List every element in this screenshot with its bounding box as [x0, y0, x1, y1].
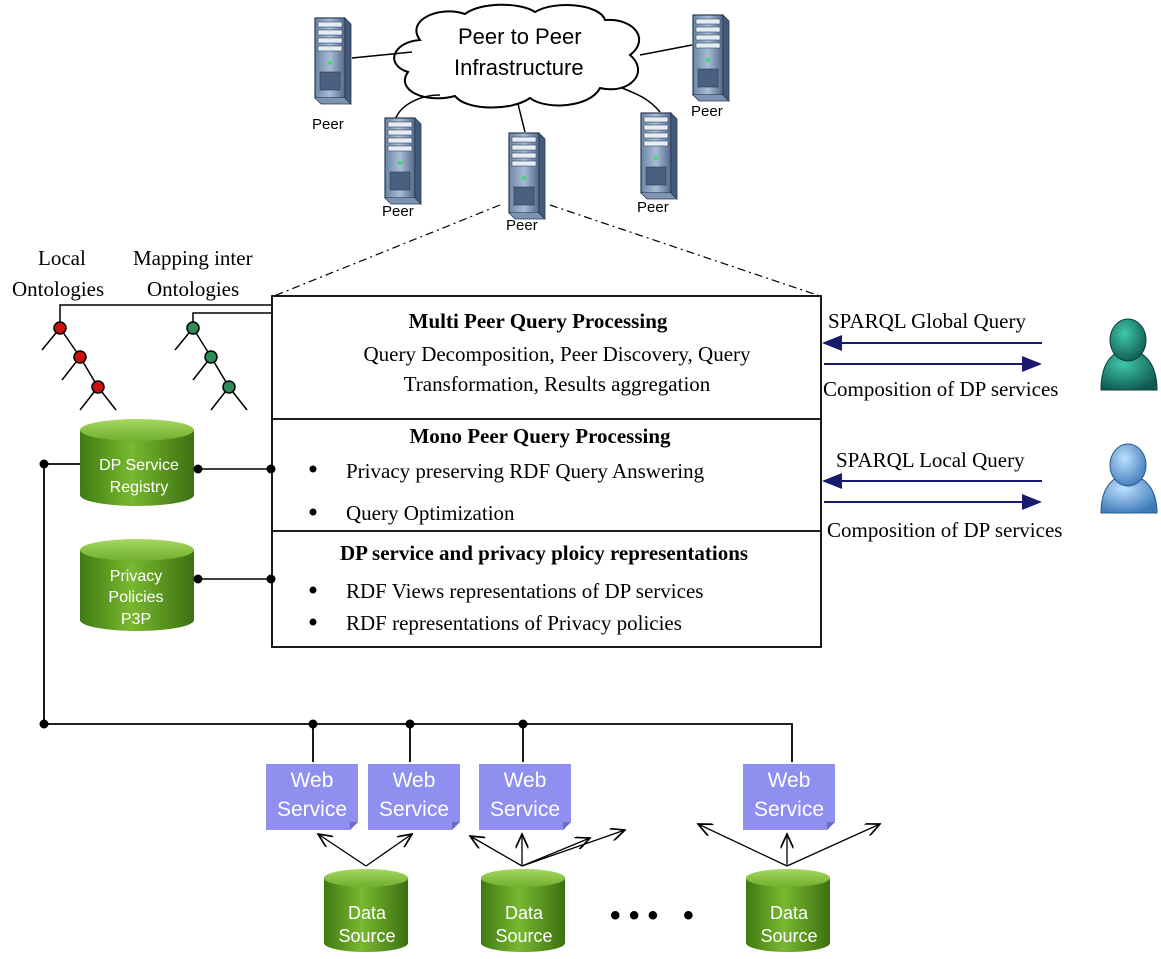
web-service-line2: Service — [490, 798, 560, 821]
mapping-ontology-tree-icon — [174, 321, 248, 411]
source-arrows — [318, 824, 880, 867]
dp-repr-title: DP service and privacy ploicy representa… — [340, 541, 748, 565]
local-ontology-tree-icon — [41, 321, 117, 411]
user-blue-icon — [1100, 443, 1158, 514]
local-ontologies-label-line1: Local — [38, 246, 86, 270]
web-service-box: Web Service — [266, 764, 358, 830]
global-composition-label: Composition of DP services — [823, 377, 1058, 401]
privacy-policies-db: Privacy Policies P3P — [80, 539, 194, 631]
multi-peer-line2: Transformation, Results aggregation — [404, 372, 711, 396]
data-source-line1: Data — [505, 903, 544, 923]
dp-repr-bullet: RDF Views representations of DP services — [346, 579, 703, 603]
registry-label-line1: DP Service — [99, 457, 179, 474]
peer-label: Peer — [691, 103, 723, 120]
peer-network: Peer to Peer Infrastructure Peer Peer Pe… — [273, 3, 821, 297]
peer-server-icon — [692, 14, 730, 102]
mono-peer-title: Mono Peer Query Processing — [409, 424, 671, 448]
web-service-box: Web Service — [743, 764, 835, 830]
ellipsis: • • • • — [610, 899, 694, 932]
data-source-db: Data Source — [746, 869, 830, 952]
mapping-ontologies-label-line2: Ontologies — [147, 277, 239, 301]
registry-label-line2: Registry — [110, 479, 169, 496]
web-service-line1: Web — [768, 769, 811, 792]
web-service-line2: Service — [379, 798, 449, 821]
data-source-line1: Data — [770, 903, 809, 923]
data-source-db: Data Source — [481, 869, 565, 952]
global-query-group: SPARQL Global Query Composition of DP se… — [822, 309, 1158, 401]
peer-label: Peer — [312, 116, 344, 133]
multi-peer-line1: Query Decomposition, Peer Discovery, Que… — [363, 342, 751, 366]
cloud-label-line1: Peer to Peer — [458, 24, 582, 49]
web-service-line1: Web — [504, 769, 547, 792]
peer-server-icon — [640, 112, 678, 200]
web-service-line1: Web — [291, 769, 334, 792]
web-service-line1: Web — [393, 769, 436, 792]
data-source-line2: Source — [338, 926, 395, 946]
cloud-shape — [393, 3, 641, 109]
data-source-line2: Source — [760, 926, 817, 946]
peer-server-icon — [508, 132, 546, 220]
user-teal-icon — [1100, 318, 1158, 391]
dp-service-registry-db: DP Service Registry — [80, 419, 194, 506]
dp-repr-bullet: RDF representations of Privacy policies — [346, 611, 682, 635]
peer-label: Peer — [637, 199, 669, 216]
local-query-group: SPARQL Local Query Composition of DP ser… — [822, 443, 1158, 542]
mono-peer-bullet: Query Optimization — [346, 501, 515, 525]
bullet-icon — [309, 618, 317, 626]
local-composition-label: Composition of DP services — [827, 518, 1062, 542]
privacy-label-line2: Policies — [108, 589, 163, 606]
local-ontologies-label-line2: Ontologies — [12, 277, 104, 301]
web-service-box: Web Service — [368, 764, 460, 830]
bullet-icon — [309, 508, 317, 516]
privacy-label-line3: P3P — [121, 611, 151, 628]
web-service-box: Web Service — [479, 764, 571, 830]
data-source-db: Data Source — [324, 869, 408, 952]
peer-processing-box: Multi Peer Query Processing Query Decomp… — [271, 295, 822, 648]
data-source-line2: Source — [495, 926, 552, 946]
mapping-ontologies-label-line1: Mapping inter — [133, 246, 253, 270]
multi-peer-title: Multi Peer Query Processing — [409, 309, 668, 333]
peer-label: Peer — [382, 203, 414, 220]
data-source-line1: Data — [348, 903, 387, 923]
peer-server-icon — [384, 117, 422, 205]
peer-label: Peer — [506, 217, 538, 234]
local-query-label: SPARQL Local Query — [836, 448, 1025, 472]
global-query-label: SPARQL Global Query — [828, 309, 1026, 333]
cloud-label-line2: Infrastructure — [454, 55, 584, 80]
ontologies-section: Local Ontologies Mapping inter Ontologie… — [12, 246, 272, 411]
bullet-icon — [309, 586, 317, 594]
mono-peer-bullet: Privacy preserving RDF Query Answering — [346, 459, 705, 483]
web-service-line2: Service — [754, 798, 824, 821]
peer-server-icon — [314, 17, 352, 105]
privacy-label-line1: Privacy — [110, 568, 162, 585]
web-service-line2: Service — [277, 798, 347, 821]
bullet-icon — [309, 465, 317, 473]
